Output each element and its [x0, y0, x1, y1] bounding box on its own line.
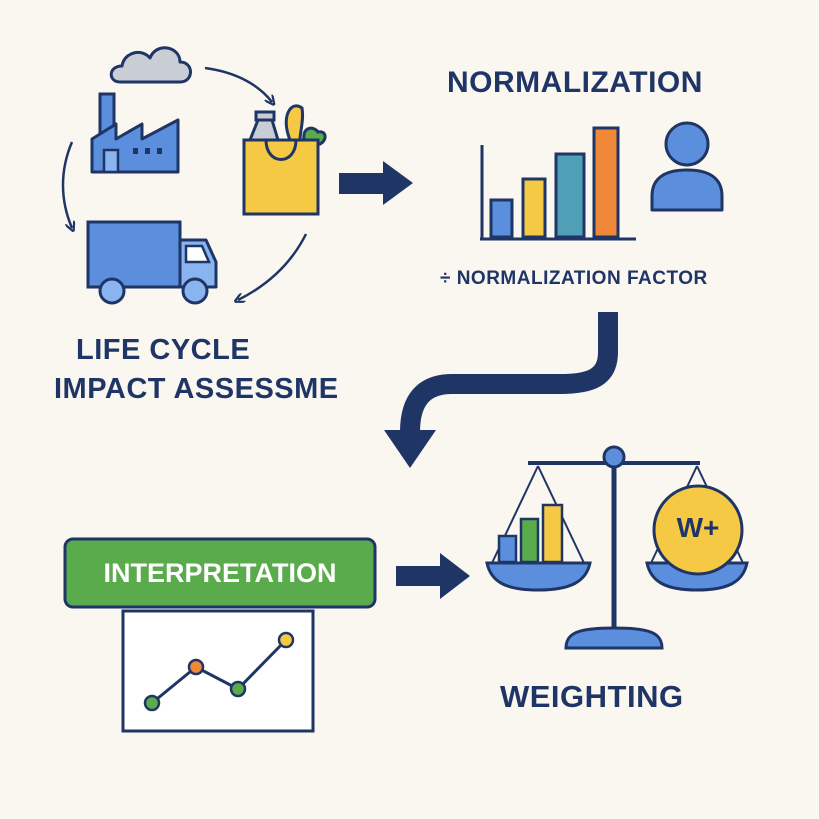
- interpretation-banner: [63, 537, 377, 609]
- normalization-title: NORMALIZATION: [447, 66, 703, 99]
- lca-title-line2: IMPACT ASSESSME: [54, 373, 339, 405]
- cloud-icon: [109, 46, 192, 84]
- arrow-to-weighting: [400, 312, 618, 433]
- arrow-interpretation-to-weighting: [396, 553, 470, 599]
- person-icon: [650, 121, 724, 212]
- bar-chart-icon: [480, 126, 636, 241]
- line-chart-icon: [121, 609, 315, 733]
- arrow-to-weighting-head: [384, 430, 436, 468]
- arrow-to-normalization: [339, 161, 413, 205]
- balance-scale-icon: [485, 445, 749, 650]
- delivery-truck-icon: [86, 220, 218, 305]
- lca-title-line1: LIFE CYCLE: [76, 334, 251, 366]
- cycle-arrows: [61, 66, 308, 300]
- grocery-bag-icon: [242, 104, 327, 216]
- interpretation-label: INTERPRETATION: [103, 557, 337, 588]
- normalization-factor-label: ÷ NORMALIZATION FACTOR: [440, 268, 708, 289]
- weighting-title: WEIGHTING: [500, 679, 684, 714]
- factory-icon: [90, 92, 180, 174]
- weight-badge: [652, 484, 744, 576]
- weight-badge-label: W+: [676, 512, 720, 543]
